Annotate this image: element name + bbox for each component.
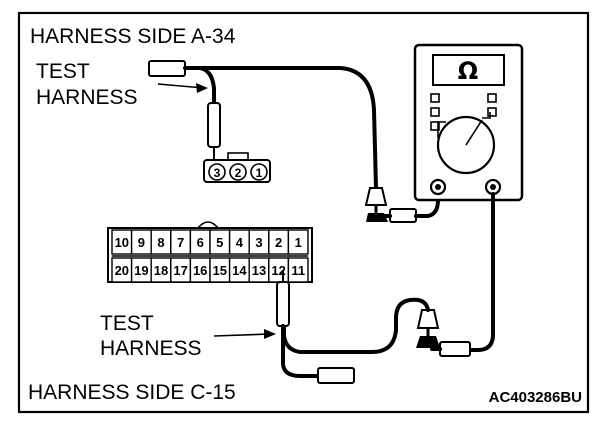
dial-marker-left bbox=[437, 121, 446, 138]
multimeter-display bbox=[432, 54, 505, 86]
top-test-label: TEST bbox=[36, 60, 90, 83]
probe-right bbox=[439, 341, 471, 357]
bottom-test-label: TEST bbox=[100, 312, 154, 335]
c15-pin-label: 7 bbox=[177, 235, 184, 250]
c15-pin-label: 11 bbox=[291, 263, 305, 278]
c15-pin-label: 16 bbox=[193, 263, 207, 278]
meter-lead-wire-3 bbox=[468, 192, 495, 352]
c15-pin-label: 17 bbox=[173, 263, 187, 278]
ohm-symbol: Ω bbox=[458, 57, 478, 85]
c15-pin-label: 14 bbox=[232, 263, 247, 278]
c15-pin-label: 18 bbox=[154, 263, 168, 278]
top-harness-plug bbox=[148, 60, 186, 77]
top-harness-wire bbox=[198, 66, 216, 105]
c15-pin-label: 15 bbox=[213, 263, 227, 278]
bottom-harness-wire bbox=[281, 324, 320, 378]
clip-left-body bbox=[364, 187, 388, 206]
meter-indicator-5 bbox=[487, 107, 497, 117]
meter-indicator-1 bbox=[430, 93, 440, 103]
a34-pin-label: 2 bbox=[235, 166, 242, 180]
meter-terminal-com-core bbox=[435, 184, 441, 190]
bottom-harness-arrow bbox=[213, 333, 271, 337]
a34-pin-2 bbox=[229, 163, 247, 181]
top-title: HARNESS SIDE A-34 bbox=[30, 25, 236, 48]
c15-pin-label: 19 bbox=[134, 263, 148, 278]
c15-pin-label: 4 bbox=[236, 235, 244, 250]
c15-cell bbox=[287, 257, 309, 283]
top-harness-arrow bbox=[157, 83, 205, 89]
meter-indicator-3 bbox=[430, 121, 440, 131]
c15-pin-label: 3 bbox=[255, 235, 262, 250]
loop-wire bbox=[282, 297, 430, 354]
c15-latch bbox=[197, 221, 219, 229]
meter-terminal-v-core bbox=[490, 184, 496, 190]
c15-pin-label: 6 bbox=[197, 235, 204, 250]
top-harness-probe bbox=[207, 102, 221, 148]
figure-code: AC403286BU bbox=[489, 389, 582, 406]
probe-left bbox=[389, 208, 417, 223]
bottom-harness-arrowhead bbox=[264, 329, 276, 339]
c15-pin-label: 1 bbox=[295, 235, 302, 250]
c15-pin-label: 2 bbox=[275, 235, 282, 250]
a34-pin-label: 3 bbox=[214, 166, 221, 180]
a34-pin-3 bbox=[208, 163, 226, 181]
top-harness-label: HARNESS bbox=[36, 86, 138, 109]
c15-pin-label: 20 bbox=[115, 263, 129, 278]
bottom-harness-plug bbox=[317, 367, 355, 384]
c15-pin-label: 5 bbox=[216, 235, 223, 250]
c15-pin-label: 9 bbox=[138, 235, 145, 250]
meter-lead-wire-1 bbox=[198, 66, 378, 190]
dial-pointer bbox=[465, 119, 483, 146]
connector-a34: 3 2 1 bbox=[203, 152, 271, 183]
a34-pin-label: 1 bbox=[256, 166, 263, 180]
c15-cell bbox=[287, 229, 309, 255]
c15-pin-label: 10 bbox=[115, 235, 129, 250]
bottom-harness-label: HARNESS bbox=[100, 337, 202, 360]
diagram-border bbox=[17, 11, 590, 414]
meter-indicator-4 bbox=[487, 93, 497, 103]
c15-pin-label: 8 bbox=[157, 235, 164, 250]
meter-indicator-2 bbox=[430, 107, 440, 117]
bottom-harness-probe bbox=[276, 281, 290, 327]
clip-right-body bbox=[416, 309, 440, 329]
a34-pin-1 bbox=[250, 163, 268, 181]
top-harness-arrowhead bbox=[196, 83, 208, 93]
bottom-title: HARNESS SIDE C-15 bbox=[28, 381, 236, 404]
dial-marker-right bbox=[482, 112, 491, 119]
c15-pin-label: 13 bbox=[252, 263, 266, 278]
clip-right-jaw bbox=[416, 336, 440, 348]
